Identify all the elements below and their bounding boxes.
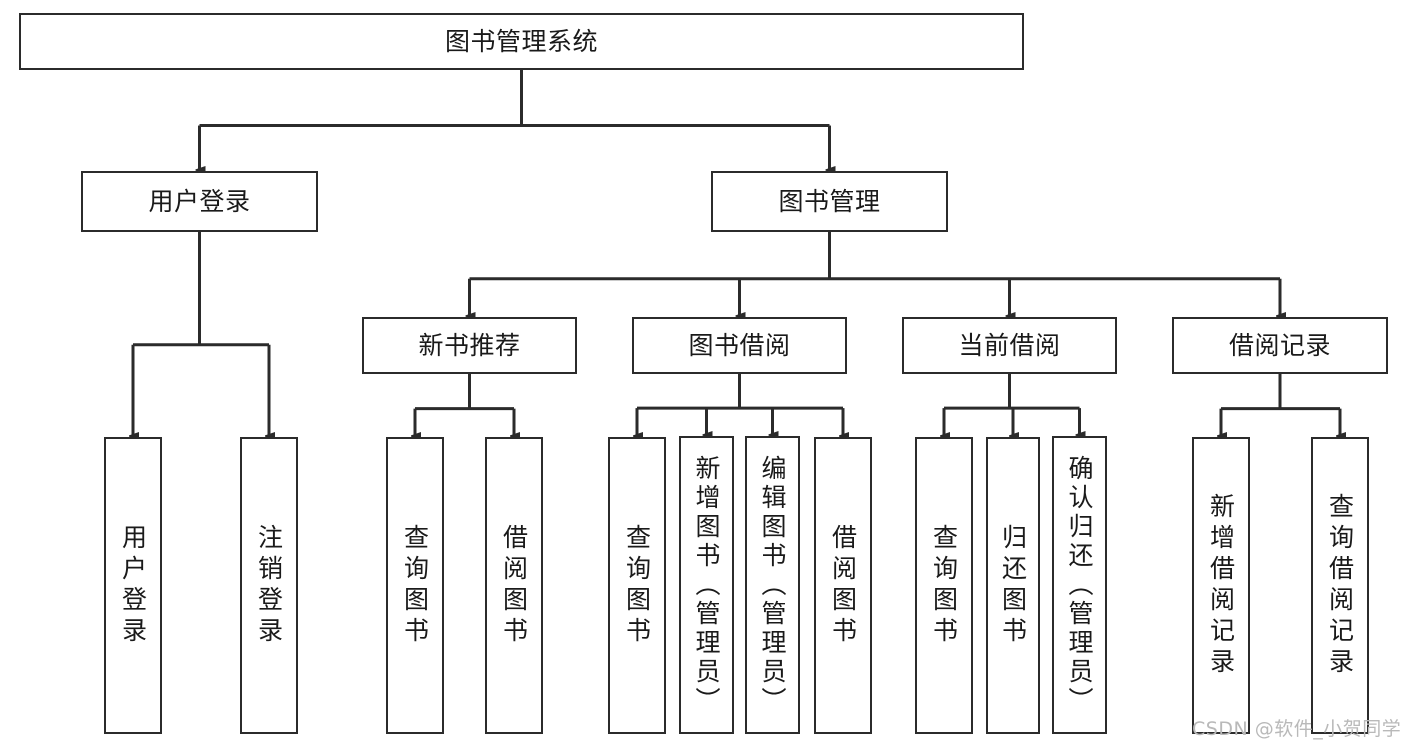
node-label: 图书管理 <box>778 186 881 216</box>
node-label: 新书推荐 <box>418 330 521 360</box>
node-label: 借阅图书 <box>499 523 529 648</box>
node-label: 用户登录 <box>118 523 148 648</box>
node-current-borrow[interactable]: 当前借阅 <box>902 317 1117 374</box>
node-book-manage[interactable]: 图书管理 <box>711 171 948 232</box>
node-label: 当前借阅 <box>958 330 1061 360</box>
node-leaf-add-record[interactable]: 新增借阅记录 <box>1192 437 1250 734</box>
node-user-login[interactable]: 用户登录 <box>81 171 318 232</box>
node-label: 新增借阅记录 <box>1206 492 1236 679</box>
node-label: 用户登录 <box>148 186 251 216</box>
node-leaf-query-book-2[interactable]: 查询图书 <box>608 437 666 734</box>
node-leaf-user-logout[interactable]: 注销登录 <box>240 437 298 734</box>
node-book-borrow[interactable]: 图书借阅 <box>632 317 847 374</box>
node-label: 编辑图书（管理员） <box>758 454 787 716</box>
node-label: 查询图书 <box>929 523 959 648</box>
watermark-text: CSDN @软件_小贺同学 <box>1192 718 1402 740</box>
node-leaf-query-book-3[interactable]: 查询图书 <box>915 437 973 734</box>
node-label: 新增图书（管理员） <box>692 454 721 716</box>
node-new-book-rec[interactable]: 新书推荐 <box>362 317 577 374</box>
node-leaf-user-login[interactable]: 用户登录 <box>104 437 162 734</box>
node-label: 归还图书 <box>998 523 1028 648</box>
node-label: 查询借阅记录 <box>1325 492 1355 679</box>
node-leaf-query-record[interactable]: 查询借阅记录 <box>1311 437 1369 734</box>
node-leaf-borrow-book-1[interactable]: 借阅图书 <box>485 437 543 734</box>
node-leaf-add-book[interactable]: 新增图书（管理员） <box>679 436 734 734</box>
node-label: 借阅记录 <box>1228 330 1331 360</box>
node-label: 图书管理系统 <box>444 26 598 56</box>
node-label: 图书借阅 <box>688 330 791 360</box>
node-leaf-return-book[interactable]: 归还图书 <box>986 437 1040 734</box>
node-leaf-confirm-return[interactable]: 确认归还（管理员） <box>1052 436 1107 734</box>
node-label: 查询图书 <box>622 523 652 648</box>
node-borrow-record[interactable]: 借阅记录 <box>1172 317 1388 374</box>
node-leaf-query-book-1[interactable]: 查询图书 <box>386 437 444 734</box>
node-label: 确认归还（管理员） <box>1065 454 1094 716</box>
node-leaf-borrow-book-2[interactable]: 借阅图书 <box>814 437 872 734</box>
node-root[interactable]: 图书管理系统 <box>19 13 1024 70</box>
node-label: 查询图书 <box>400 523 430 648</box>
node-label: 注销登录 <box>254 523 284 648</box>
node-label: 借阅图书 <box>828 523 858 648</box>
node-leaf-edit-book[interactable]: 编辑图书（管理员） <box>745 436 800 734</box>
